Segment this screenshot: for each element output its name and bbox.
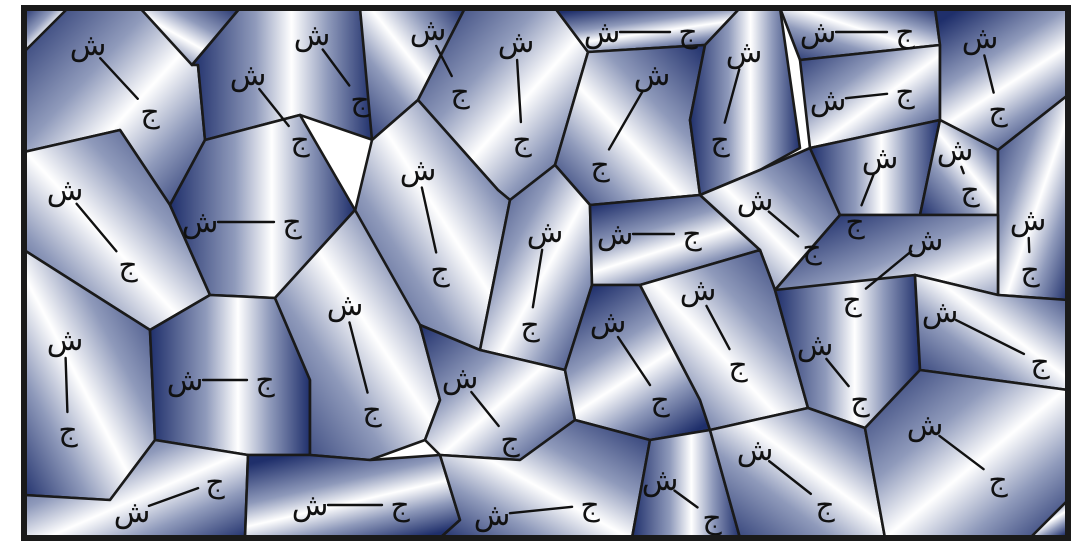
grain-label-a: ش	[862, 141, 899, 176]
grain-label-b: ج	[1030, 345, 1050, 380]
grain-label-a: ش	[400, 153, 437, 188]
grain-label-b: ج	[678, 15, 698, 50]
grain-cell	[865, 370, 1068, 538]
grain-label-b: ج	[710, 123, 730, 158]
grain-label-a: ش	[907, 223, 944, 258]
grain-label-b: ج	[960, 173, 980, 208]
grain-label-b: ج	[390, 488, 410, 523]
grain-label-a: ش	[810, 83, 847, 118]
grain-label-b: ج	[802, 231, 822, 266]
grain-label-a: ش	[47, 173, 84, 208]
grain-label-a: ش	[590, 305, 627, 340]
grain-label-b: ج	[512, 123, 532, 158]
grain-label-b: ج	[500, 423, 520, 458]
grain-label-b: ج	[650, 383, 670, 418]
grain-label-a: ش	[797, 328, 834, 363]
grain-label-b: ج	[682, 217, 702, 252]
grain-label-a: ش	[410, 13, 447, 48]
grain-label-a: ش	[47, 323, 84, 358]
grain-label-b: ج	[140, 95, 160, 130]
grain-label-b: ج	[350, 83, 370, 118]
grain-label-b: ج	[842, 283, 862, 318]
grain-label-a: ش	[937, 133, 974, 168]
grain-label-b: ج	[988, 463, 1008, 498]
grain-label-a: ش	[167, 363, 204, 398]
grain-label-a: ش	[70, 28, 107, 63]
grain-label-a: ش	[527, 215, 564, 250]
grain-label-a: ش	[907, 408, 944, 443]
grain-label-a: ش	[1010, 203, 1047, 238]
grain-label-a: ش	[922, 295, 959, 330]
grain-label-a: ش	[634, 58, 671, 93]
grain-label-b: ج	[895, 15, 915, 50]
grain-label-a: ش	[327, 288, 364, 323]
grain-label-a: ش	[182, 205, 219, 240]
grain-label-b: ج	[362, 393, 382, 428]
grain-label-a: ش	[474, 498, 511, 533]
grain-label-b: ج	[520, 308, 540, 343]
grain-label-a: ش	[642, 463, 679, 498]
grain-label-a: ش	[442, 361, 479, 396]
grain-label-b: ج	[895, 75, 915, 110]
grain-label-b: ج	[118, 248, 138, 283]
grain-label-b: ج	[255, 363, 275, 398]
grain-cell	[245, 455, 460, 538]
grain-label-a: ش	[292, 488, 329, 523]
grain-label-b: ج	[282, 205, 302, 240]
grain-label-b: ج	[590, 148, 610, 183]
grain-label-b: ج	[1020, 253, 1040, 288]
grain-label-b: ج	[205, 465, 225, 500]
grain-label-a: ش	[584, 15, 621, 50]
grain-label-b: ج	[815, 488, 835, 523]
grain-label-b: ج	[988, 93, 1008, 128]
grain-label-a: ش	[962, 21, 999, 56]
grain-label-b: ج	[728, 348, 748, 383]
grain-label-a: ش	[726, 35, 763, 70]
grain-label-b: ج	[850, 383, 870, 418]
grain-label-a: ش	[230, 58, 267, 93]
grain-label-a: ش	[114, 495, 151, 530]
grain-label-a: ش	[294, 18, 331, 53]
grain-label-a: ش	[498, 25, 535, 60]
grain-label-a: ش	[680, 273, 717, 308]
grain-label-a: ش	[737, 433, 774, 468]
grain-label-a: ش	[737, 183, 774, 218]
grain-label-b: ج	[580, 488, 600, 523]
grain-label-b: ج	[845, 205, 865, 240]
orientation-dash	[1029, 238, 1030, 252]
grain-label-a: ش	[597, 217, 634, 252]
grain-label-b: ج	[450, 75, 470, 110]
grain-label-b: ج	[702, 501, 722, 536]
grain-label-b: ج	[58, 413, 78, 448]
grain-label-a: ش	[800, 15, 837, 50]
grain-label-b: ج	[290, 123, 310, 158]
grain-label-b: ج	[430, 253, 450, 288]
grain-cell	[710, 408, 885, 538]
